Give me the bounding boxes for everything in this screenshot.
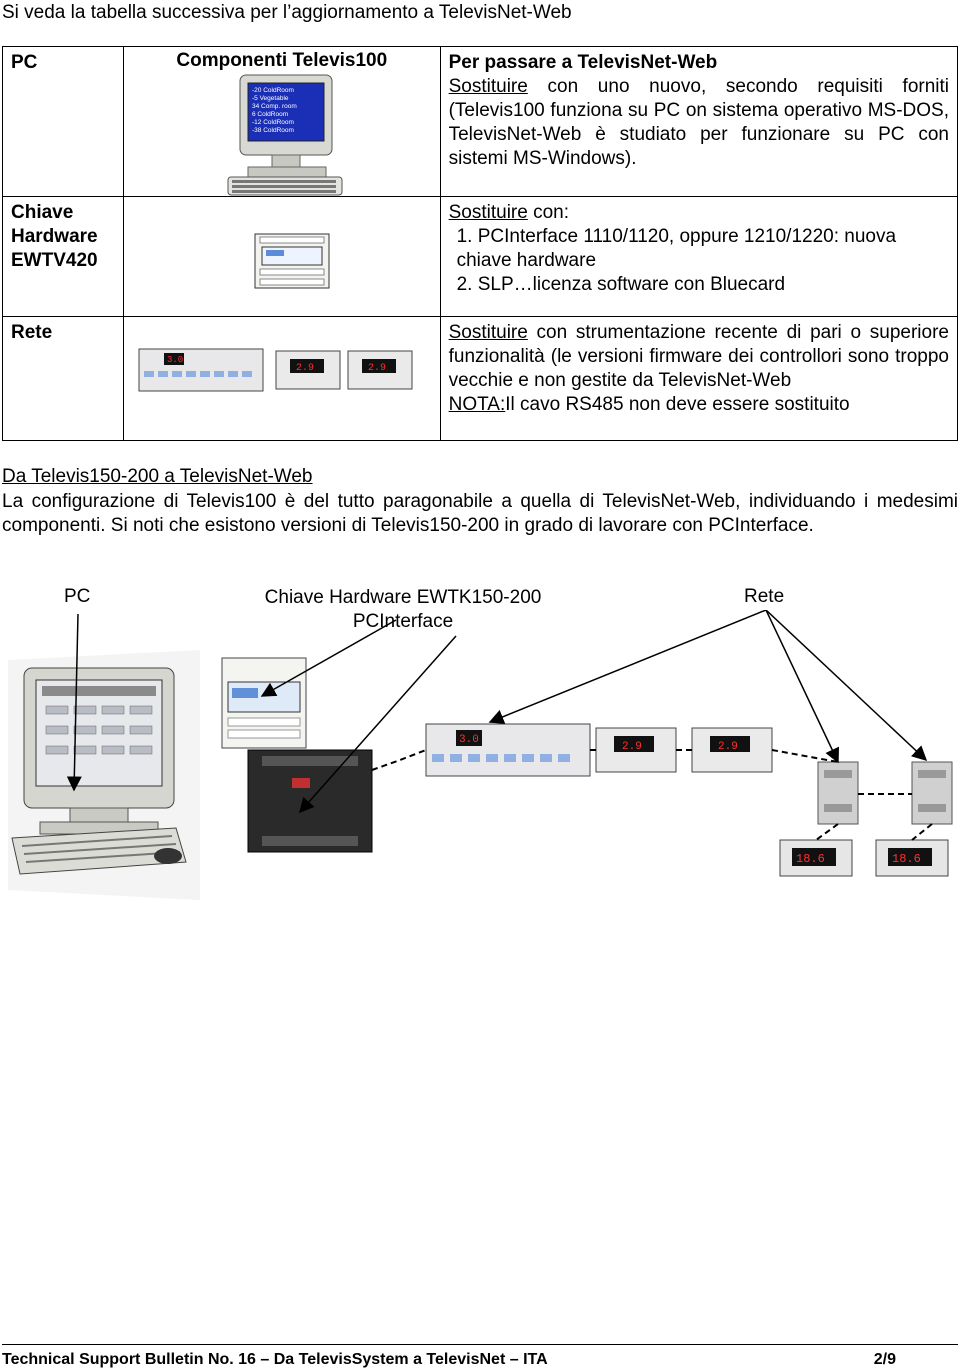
pc-action-text: con uno nuovo, secondo requisiti forniti… [448, 76, 950, 169]
diagram-label-rete: Rete [744, 586, 785, 607]
key-action-text: con: [533, 202, 570, 223]
footer-text: Technical Support Bulletin No. 16 – Da T… [2, 1351, 548, 1368]
screen-line-6: -38 ColdRoom [252, 127, 294, 134]
col-header-action: Per passare a TelevisNet-Web [448, 52, 718, 73]
din-module-icon-1 [817, 761, 859, 825]
diagram-display-1: 3.0 [459, 734, 479, 746]
diagram-display-3: 2.9 [718, 741, 738, 753]
diagram-display-5: 18.6 [892, 852, 921, 866]
upgrade-table: PC Componenti Televis100 -20 ColdRoom -5… [2, 46, 959, 441]
controller-icon-2: 2.9 [595, 727, 677, 773]
section-body: La configurazione di Televis100 è del tu… [2, 491, 958, 536]
key-item-1: 1. PCInterface 1110/1120, oppure 1210/12… [456, 226, 897, 271]
network-diagram: 3.0 2.9 2.9 18.6 18.6 [8, 610, 953, 900]
main-controller-icon: 3.0 [425, 723, 591, 777]
hardware-key-icon [254, 233, 330, 289]
rete-display-1: 3.0 [167, 355, 183, 365]
component-cell-network: 3.0 2.9 2.9 [122, 316, 441, 441]
component-cell-key [122, 196, 441, 317]
action-cell-network: Sostituire con strumentazione recente di… [439, 316, 959, 441]
note-text: Il cavo RS485 non deve essere sostituito [505, 394, 850, 415]
din-module-icon-2 [911, 761, 953, 825]
diagram-display-2: 2.9 [622, 741, 642, 753]
diagram-arrows [66, 610, 928, 814]
screen-line-2: -5 Vegetable [252, 95, 289, 102]
controller-icon-3: 2.9 [691, 727, 773, 773]
diagram-label-key-line-2: PCInterface [352, 611, 454, 632]
note-label: NOTA: [448, 394, 506, 415]
intro-text: Si veda la tabella successiva per l’aggi… [2, 2, 572, 23]
crt-pc-icon: -20 ColdRoom -5 Vegetable 34 Comp. room … [227, 74, 343, 196]
panel-controller-icon-2: 18.6 [875, 839, 949, 877]
replace-link-key: Sostituire [448, 202, 528, 223]
pc-workstation-icon [8, 650, 200, 900]
key-label-line-2: Hardware [11, 226, 98, 247]
component-cell-pc: Componenti Televis100 -20 ColdRoom -5 Ve… [122, 46, 441, 197]
diagram-display-4: 18.6 [796, 852, 825, 866]
replace-link-network: Sostituire [448, 322, 528, 343]
col-header-components: Componenti Televis100 [176, 50, 388, 71]
diagram-label-key-line-1: Chiave Hardware EWTK150-200 [264, 587, 542, 608]
controllers-icon: 3.0 2.9 2.9 [138, 348, 413, 392]
action-cell-key: Sostituire con: 1. PCInterface 1110/1120… [439, 196, 959, 317]
screen-line-4: 6 ColdRoom [252, 111, 288, 118]
diagram-label-pc: PC [64, 586, 91, 607]
page-footer: Technical Support Bulletin No. 16 – Da T… [2, 1344, 958, 1369]
page-number: 2/9 [873, 1351, 896, 1368]
panel-controller-icon-1: 18.6 [779, 839, 853, 877]
key-label-line-3: EWTV420 [11, 250, 98, 271]
network-action-text: con strumentazione recente di pari o sup… [448, 322, 949, 391]
screen-line-5: -12 ColdRoom [252, 119, 294, 126]
rete-display-2: 2.9 [296, 363, 314, 374]
screen-line-3: 34 Comp. room [252, 103, 297, 110]
row-label-key: Chiave Hardware EWTV420 [2, 196, 124, 317]
pcinterface-key-icon [221, 657, 307, 749]
rete-display-3: 2.9 [368, 363, 386, 374]
screen-line-1: -20 ColdRoom [252, 87, 294, 94]
key-item-2: 2. SLP…licenza software con Bluecard [456, 274, 786, 295]
row-label-pc: PC [2, 46, 124, 197]
diagram-label-key: Chiave Hardware EWTK150-200 PCInterface [238, 586, 568, 634]
action-cell-pc: Per passare a TelevisNet-Web Sostituire … [439, 46, 959, 197]
replace-link-pc: Sostituire [448, 76, 528, 97]
section-title: Da Televis150-200 a TelevisNet-Web [2, 466, 313, 487]
row-label-network: Rete [2, 316, 124, 441]
key-label-line-1: Chiave [11, 202, 74, 223]
